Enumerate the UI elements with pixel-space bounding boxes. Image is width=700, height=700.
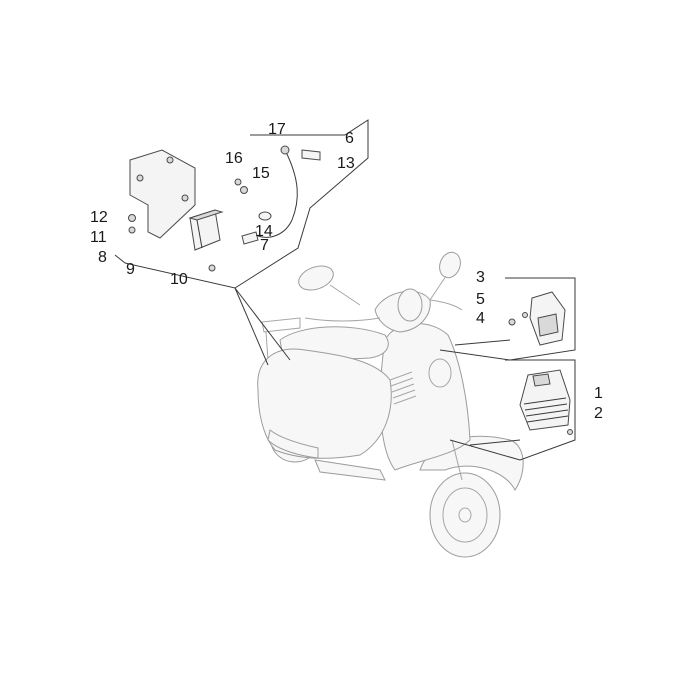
label-8: 8 [98, 249, 107, 266]
label-13: 13 [337, 155, 355, 172]
label-6: 6 [345, 130, 354, 147]
label-10: 10 [170, 271, 188, 288]
screws [128, 178, 248, 272]
label-17: 17 [268, 121, 286, 138]
leader-lines [114, 119, 576, 461]
control-unit [188, 209, 224, 251]
label-11: 11 [90, 229, 107, 246]
label-4: 4 [476, 310, 485, 327]
grille-vents [389, 371, 417, 405]
scooter-outline [257, 251, 524, 558]
label-9: 9 [126, 261, 135, 278]
bracket-plate [129, 149, 196, 239]
label-1: 1 [594, 385, 603, 402]
label-2: 2 [594, 405, 603, 422]
label-5: 5 [476, 291, 485, 308]
label-15: 15 [252, 165, 270, 182]
label-7: 7 [260, 237, 269, 254]
callout-labels: 1 2 3 4 5 6 7 8 9 10 11 12 13 14 15 16 1… [90, 121, 603, 422]
label-12: 12 [90, 209, 108, 226]
regulator-upper [508, 291, 566, 346]
label-14: 14 [255, 223, 273, 240]
regulator-lower [519, 369, 573, 435]
label-3: 3 [476, 269, 485, 286]
label-16: 16 [225, 150, 243, 167]
cable-connector [241, 145, 321, 245]
